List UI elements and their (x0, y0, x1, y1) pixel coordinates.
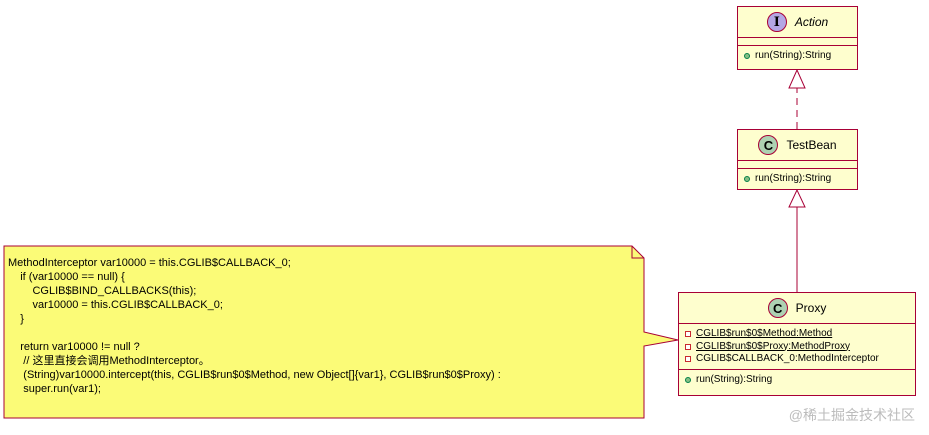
proxy-methods-section: run(String):String (679, 370, 915, 390)
field-signature: CGLIB$CALLBACK_0:MethodInterceptor (696, 353, 879, 364)
method-row: run(String):String (744, 50, 851, 63)
testbean-methods-section: run(String):String (738, 169, 857, 189)
method-signature: run(String):String (755, 50, 832, 61)
proxy-class-box[interactable]: C Proxy CGLIB$run$0$Method:Method CGLIB$… (678, 292, 916, 396)
action-class-name: Action (794, 15, 829, 29)
class-icon: C (758, 135, 779, 155)
private-field-icon (685, 356, 691, 363)
note-code-text: MethodInterceptor var10000 = this.CGLIB$… (8, 257, 501, 395)
private-field-icon (685, 343, 691, 350)
field-row: CGLIB$CALLBACK_0:MethodInterceptor (685, 353, 909, 366)
note-fold (631, 246, 644, 259)
field-row: CGLIB$run$0$Proxy:MethodProxy (685, 341, 909, 354)
action-fields-section (738, 38, 857, 46)
class-icon: C (767, 298, 788, 318)
generalization-arrowhead (788, 188, 806, 208)
proxy-header: C Proxy (679, 293, 915, 324)
public-method-icon (685, 376, 691, 383)
realization-arrowhead (788, 68, 806, 89)
interface-icon: I (766, 12, 787, 32)
field-row: CGLIB$run$0$Method:Method (685, 328, 909, 341)
public-method-icon (744, 176, 750, 183)
method-row: run(String):String (685, 374, 909, 387)
testbean-fields-section (738, 161, 857, 169)
testbean-class-name: TestBean (786, 138, 837, 152)
method-signature: run(String):String (696, 373, 773, 385)
watermark: @稀土掘金技术社区 (788, 407, 915, 423)
field-signature: CGLIB$run$0$Proxy:MethodProxy (696, 340, 850, 352)
action-header: I Action (738, 7, 857, 38)
public-method-icon (744, 53, 750, 60)
method-row: run(String):String (744, 173, 851, 186)
testbean-header: C TestBean (738, 130, 857, 161)
testbean-class-box[interactable]: C TestBean run(String):String (737, 129, 858, 190)
proxy-fields-section: CGLIB$run$0$Method:Method CGLIB$run$0$Pr… (679, 324, 915, 370)
method-signature: run(String):String (755, 173, 832, 184)
action-methods-section: run(String):String (738, 46, 857, 66)
proxy-class-name: Proxy (795, 301, 827, 315)
action-interface-box[interactable]: I Action run(String):String (737, 6, 858, 70)
field-signature: CGLIB$run$0$Method:Method (696, 328, 833, 339)
private-field-icon (685, 331, 691, 338)
